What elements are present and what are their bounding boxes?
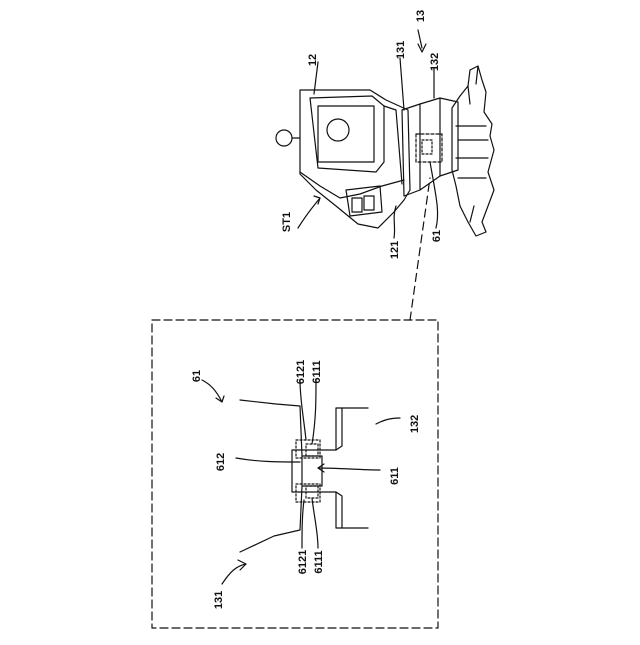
label-611: 611	[389, 467, 401, 485]
label-131-detail: 131	[213, 591, 225, 609]
arm-132	[402, 98, 458, 196]
label-13: 13	[415, 10, 427, 22]
label-12: 12	[307, 54, 319, 66]
dashed-6121-lower	[296, 484, 320, 502]
button-b	[364, 196, 374, 210]
labels: 13 12 131 132 ST1 121 61 61 6121 6111 61…	[191, 10, 443, 609]
label-st1: ST1	[281, 212, 293, 232]
knob-circle	[276, 130, 292, 146]
detail-part-131	[240, 400, 322, 552]
device-12	[276, 90, 410, 228]
label-6121-upper: 6121	[295, 360, 307, 384]
button-a	[352, 198, 362, 212]
label-132-detail: 132	[409, 415, 421, 433]
label-131-top: 131	[395, 41, 407, 59]
joint-61-inner-dashed	[422, 140, 432, 154]
label-61-top: 61	[431, 230, 443, 242]
label-132-top: 132	[429, 53, 441, 71]
label-61-detail: 61	[191, 370, 203, 382]
label-6121-lower: 6121	[297, 550, 309, 574]
detail-connector-line	[410, 178, 430, 320]
label-6111-lower: 6111	[313, 550, 325, 573]
label-121: 121	[389, 241, 401, 259]
label-612: 612	[215, 453, 227, 471]
label-6111-upper: 6111	[311, 360, 323, 383]
lens-circle	[327, 119, 349, 141]
dashed-6121-upper	[296, 440, 320, 458]
